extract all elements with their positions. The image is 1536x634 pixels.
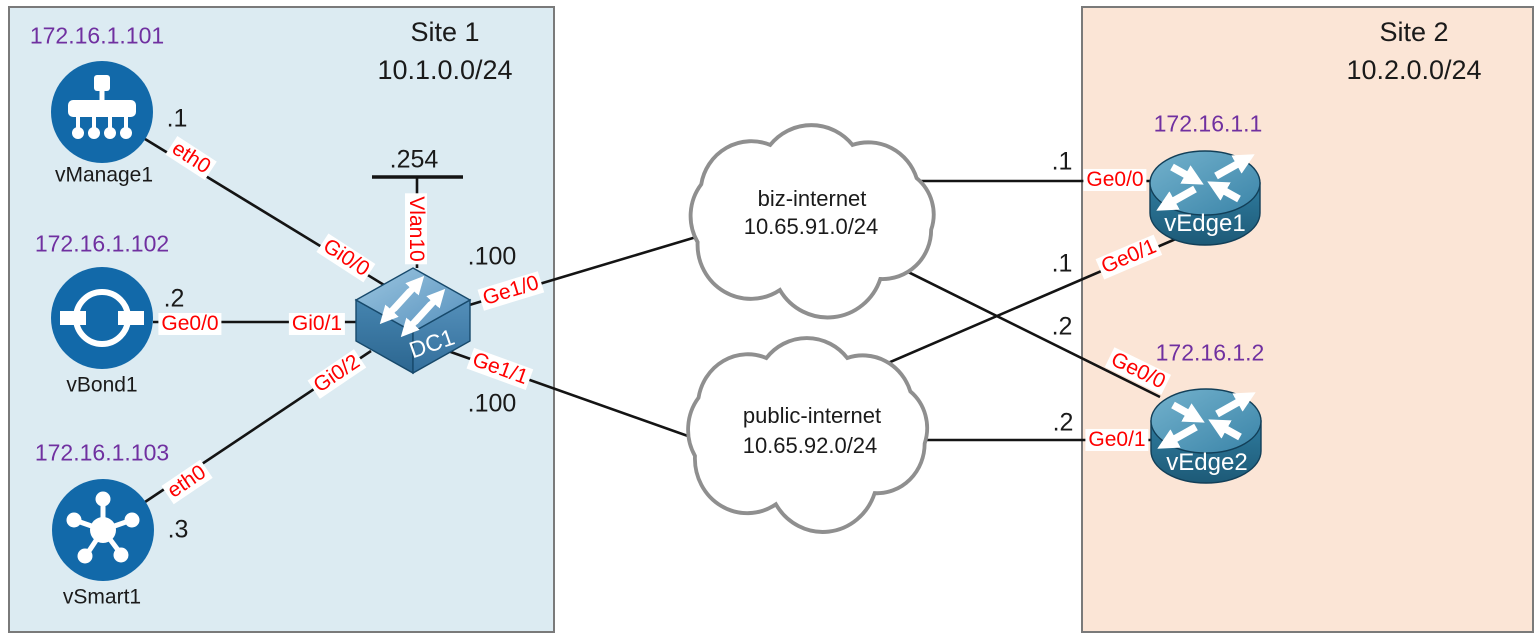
dc1-switch-icon [354, 267, 472, 375]
addr-label-vedge1-ge0-1: .1 [1051, 249, 1073, 278]
iface-label-vedge1-ge0-0: Ge0/0 [1083, 168, 1147, 192]
iface-label-dc1-gi0-1: Gi0/1 [288, 312, 346, 336]
addr-label-dc1-ge1-0: .100 [467, 242, 517, 271]
addr-label-vedge2-ge0-1: .2 [1052, 408, 1074, 437]
addr-label-dc1-vlan10: .254 [389, 145, 439, 174]
vedge1-router-icon [1149, 150, 1261, 246]
biz-cloud-subnet: 10.65.91.0/24 [743, 213, 879, 239]
vedge2-router-icon [1150, 388, 1262, 484]
iface-label-vedge2-ge0-1: Ge0/1 [1085, 428, 1149, 452]
iface-label-dc1-vlan10: Vlan10 [404, 193, 428, 265]
vmanage-name-label: vManage1 [54, 163, 154, 187]
vsmart-node-icon [52, 479, 154, 581]
site1-subnet: 10.1.0.0/24 [377, 55, 513, 86]
site2-region [1081, 6, 1534, 633]
vsmart-name-label: vSmart1 [62, 585, 142, 609]
addr-label-vsmart: .3 [167, 515, 189, 544]
vbond-name-label: vBond1 [66, 373, 138, 397]
addr-label-vedge2-ge0-0: .2 [1051, 312, 1073, 341]
site1-title: Site 1 [410, 17, 480, 48]
vmanage-node-icon [51, 61, 153, 163]
public-cloud-subnet: 10.65.92.0/24 [742, 432, 878, 458]
link-biz-vedge2 [887, 260, 1161, 399]
vedge1-name-label: vEdge1 [1164, 209, 1246, 237]
iface-label-vbond-ge0-0: Ge0/0 [158, 312, 222, 336]
addr-label-dc1-ge1-1: .100 [467, 389, 517, 418]
vsmart-ip-label: 172.16.1.103 [34, 439, 170, 466]
biz-cloud-name: biz-internet [757, 185, 867, 211]
public-cloud-name: public-internet [742, 402, 882, 428]
vbond-node-icon [51, 267, 153, 369]
addr-label-vedge1-ge0-0: .1 [1051, 147, 1073, 176]
addr-label-vmanage: .1 [166, 104, 188, 133]
site2-subnet: 10.2.0.0/24 [1346, 55, 1482, 86]
vedge2-name-label: vEdge2 [1166, 448, 1248, 476]
site2-title: Site 2 [1379, 17, 1449, 48]
vbond-ip-label: 172.16.1.102 [34, 230, 170, 257]
addr-label-vbond: .2 [163, 284, 185, 313]
vmanage-ip-label: 172.16.1.101 [29, 22, 165, 49]
vedge1-ip-label: 172.16.1.1 [1153, 110, 1263, 137]
vedge2-ip-label: 172.16.1.2 [1155, 339, 1265, 366]
